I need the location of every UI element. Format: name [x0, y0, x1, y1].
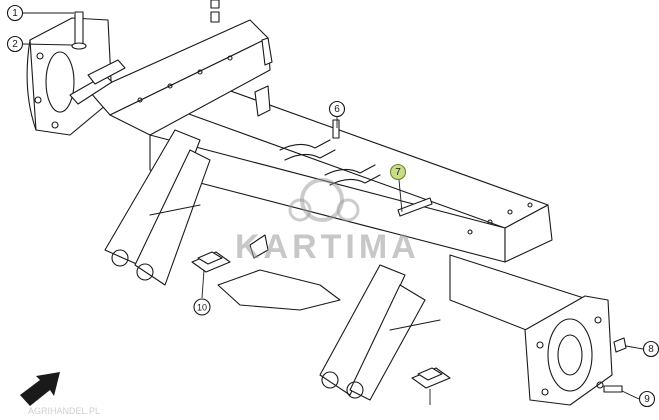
callout-1-label: 1	[12, 8, 18, 19]
beam-brackets	[69, 37, 273, 259]
callout-9[interactable]: 9	[638, 390, 656, 408]
right-support-bracket	[319, 264, 441, 401]
nut-top-2	[210, 11, 220, 23]
callout-9-label: 9	[644, 394, 650, 405]
callout-8-label: 8	[648, 344, 654, 355]
callout-6[interactable]: 6	[328, 100, 346, 118]
bolt-9	[603, 385, 623, 393]
callout-8[interactable]: 8	[642, 340, 659, 358]
callout-10[interactable]: 10	[193, 298, 211, 316]
callout-7[interactable]: 7	[389, 163, 407, 181]
callout-7-label: 7	[395, 167, 401, 178]
watermark-logo: KARTIMA	[235, 178, 420, 266]
shield-plate	[217, 269, 341, 311]
footer-text: AGRIHANDEL.PL	[28, 406, 100, 416]
direction-arrow-icon	[20, 372, 60, 406]
callout-2-label: 2	[12, 39, 18, 50]
fasteners	[71, 0, 627, 393]
watermark-text: KARTIMA	[235, 228, 420, 266]
nut-top	[210, 0, 220, 9]
leader-lines	[22, 12, 644, 405]
bolt-6	[332, 119, 340, 139]
right-hub-flange	[524, 295, 613, 406]
axle-beam	[89, 19, 591, 356]
left-support-bracket	[104, 129, 211, 286]
nut-8	[613, 337, 627, 353]
callout-10-label: 10	[197, 303, 207, 313]
washer-2	[71, 42, 87, 50]
callout-2[interactable]: 2	[6, 35, 24, 53]
callout-1[interactable]: 1	[6, 4, 24, 22]
rubber-pads	[191, 251, 451, 389]
callout-6-label: 6	[334, 104, 340, 115]
